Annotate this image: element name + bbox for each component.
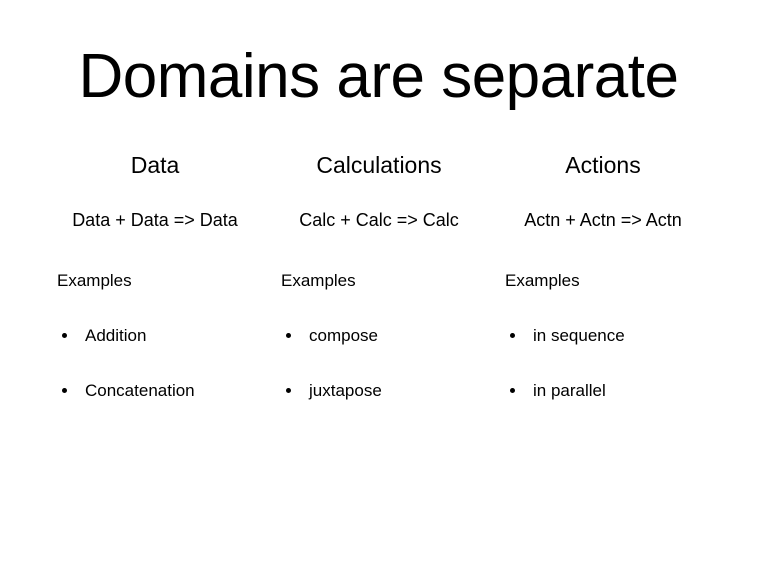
list-item: juxtapose xyxy=(281,380,382,402)
page-title: Domains are separate xyxy=(78,42,679,111)
list-item-label: juxtapose xyxy=(309,381,382,400)
bullet-dot-icon xyxy=(286,388,291,393)
column-header-actions: Actions xyxy=(565,152,641,178)
bullet-dot-icon xyxy=(62,333,67,338)
bullet-dot-icon xyxy=(286,333,291,338)
bullet-dot-icon xyxy=(510,388,515,393)
examples-label-calculations: Examples xyxy=(281,271,356,290)
list-item-label: in parallel xyxy=(533,381,606,400)
domain-columns: Data Data + Data => Data Examples Additi… xyxy=(0,150,757,420)
examples-list-calculations: compose juxtapose xyxy=(281,325,382,402)
column-formula-actions: Actn + Actn => Actn xyxy=(524,210,682,230)
list-item-label: in sequence xyxy=(533,326,625,345)
bullet-dot-icon xyxy=(62,388,67,393)
column-formula-calculations: Calc + Calc => Calc xyxy=(299,210,459,230)
column-formula-data: Data + Data => Data xyxy=(72,210,238,230)
list-item-label: Concatenation xyxy=(85,381,195,400)
list-item: in parallel xyxy=(505,380,625,402)
examples-list-actions: in sequence in parallel xyxy=(505,325,625,402)
list-item: Concatenation xyxy=(57,380,195,402)
examples-list-data: Addition Concatenation xyxy=(57,325,195,402)
list-item: compose xyxy=(281,325,382,347)
examples-label-data: Examples xyxy=(57,271,132,290)
list-item-label: compose xyxy=(309,326,378,345)
list-item-label: Addition xyxy=(85,326,147,345)
column-header-data: Data xyxy=(130,152,180,178)
bullet-dot-icon xyxy=(510,333,515,338)
examples-label-actions: Examples xyxy=(505,271,580,290)
list-item: in sequence xyxy=(505,325,625,347)
list-item: Addition xyxy=(57,325,195,347)
column-header-calculations: Calculations xyxy=(316,152,442,178)
